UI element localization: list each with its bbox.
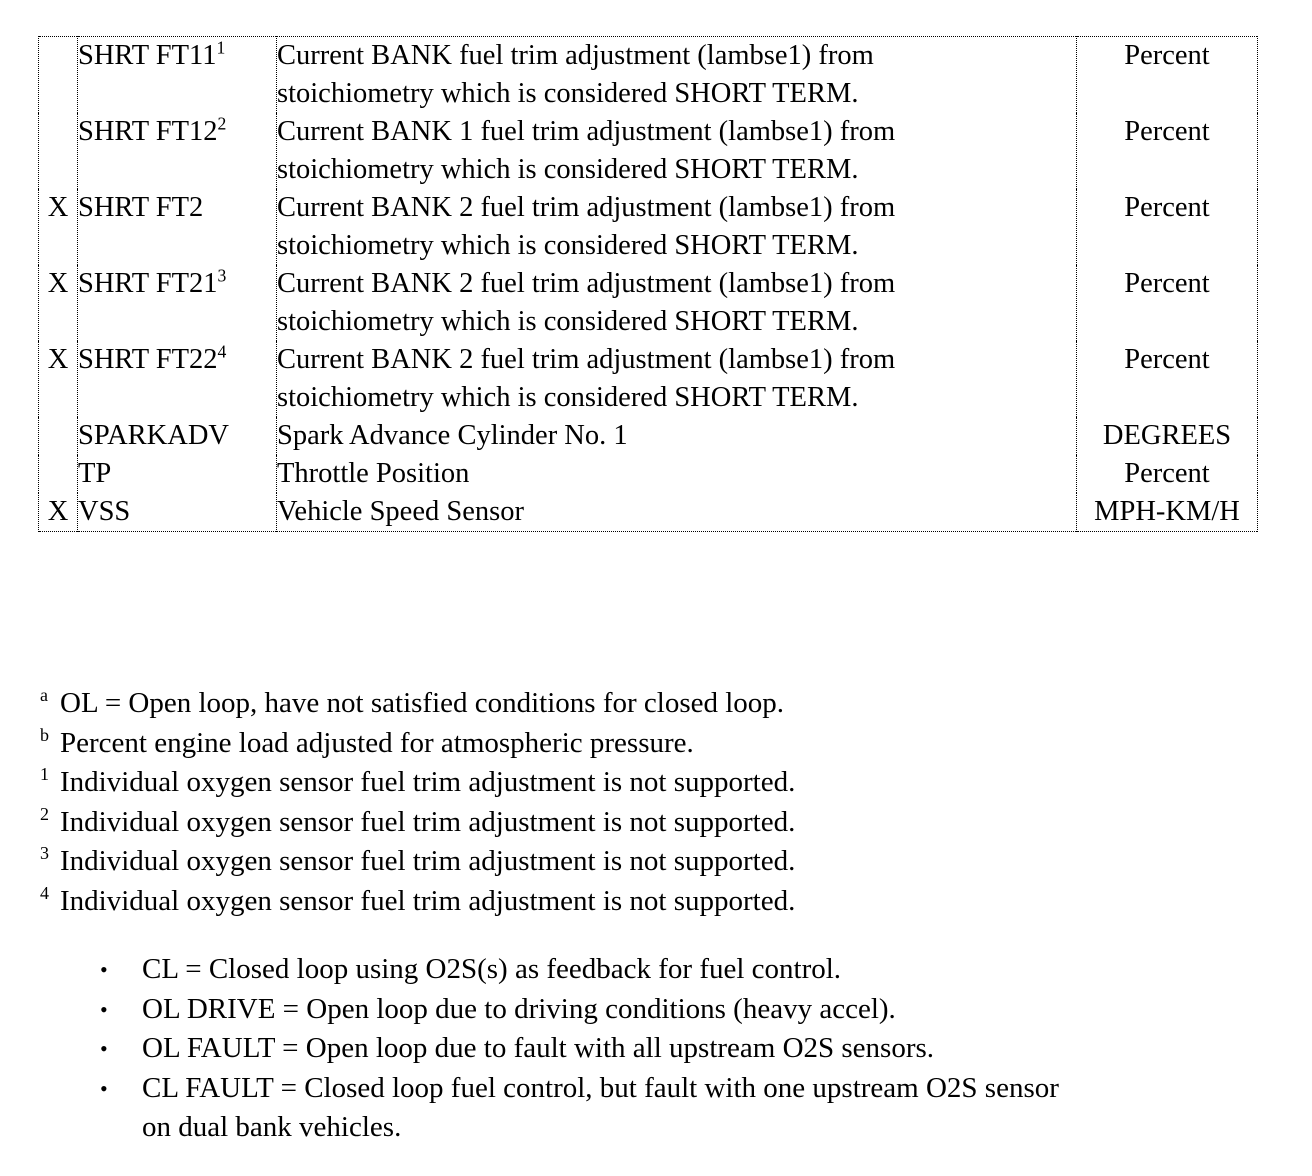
description-line: Vehicle Speed Sensor — [277, 496, 524, 527]
pid-name-cell: VSS — [77, 493, 277, 532]
pid-name-cell: SHRT FT122 — [77, 113, 277, 189]
supported-flag-cell — [38, 417, 78, 455]
description-line: stoichiometry which is considered SHORT … — [277, 382, 859, 413]
pid-name-cell: SHRT FT111 — [77, 36, 277, 113]
list-item-line: CL = Closed loop using O2S(s) as feedbac… — [142, 953, 842, 985]
description-line: Throttle Position — [277, 458, 470, 489]
footnote-text: Individual oxygen sensor fuel trim adjus… — [60, 805, 796, 838]
footnote-text: Percent engine load adjusted for atmosph… — [60, 726, 694, 759]
supported-flag-cell: X — [38, 189, 78, 265]
description-cell: Current BANK 2 fuel trim adjustment (lam… — [276, 265, 1077, 341]
unit-cell: Percent — [1076, 455, 1258, 493]
pid-name-label: VSS — [78, 496, 131, 527]
footnote-text: Individual oxygen sensor fuel trim adjus… — [60, 845, 796, 877]
description-line: stoichiometry which is considered SHORT … — [277, 154, 859, 185]
description-cell: Current BANK 2 fuel trim adjustment (lam… — [276, 189, 1077, 265]
supported-flag-cell — [38, 113, 78, 189]
supported-flag-cell: X — [38, 341, 78, 417]
list-item: • CL = Closed loop using O2S(s) as feedba… — [96, 950, 1276, 990]
unit-cell: Percent — [1076, 113, 1258, 189]
pid-name-label: SHRT FT2 — [78, 192, 204, 223]
description-line: Current BANK fuel trim adjustment (lambs… — [277, 40, 874, 71]
pid-name-cell: TP — [77, 455, 277, 493]
pid-footnote-marker: 3 — [217, 265, 227, 286]
description-cell: Vehicle Speed Sensor — [276, 493, 1077, 532]
unit-cell: DEGREES — [1076, 417, 1258, 455]
list-item-line: OL DRIVE = Open loop due to driving cond… — [142, 992, 896, 1025]
supported-flag-cell: X — [38, 493, 78, 532]
unit-label: MPH-KM/H — [1094, 496, 1240, 527]
description-cell: Current BANK 2 fuel trim adjustment (lam… — [276, 341, 1077, 417]
unit-cell: MPH-KM/H — [1076, 493, 1258, 532]
bullet-icon: • — [100, 1036, 108, 1061]
supported-flag-cell — [38, 455, 78, 493]
description-line: Current BANK 2 fuel trim adjustment (lam… — [277, 268, 896, 299]
pid-name-cell: SHRT FT224 — [77, 341, 277, 417]
pid-name-label: SHRT FT21 — [78, 268, 218, 299]
description-line: Current BANK 1 fuel trim adjustment (lam… — [277, 116, 896, 147]
pid-name-cell: SHRT FT213 — [77, 265, 277, 341]
table-row: SPARKADV Spark Advance Cylinder No. 1 DEGR… — [38, 417, 1258, 455]
pid-name-label: SHRT FT12 — [78, 116, 218, 147]
pid-name-cell: SHRT FT2 — [77, 189, 277, 265]
bullet-icon: • — [100, 1075, 108, 1101]
list-item: • CL FAULT = Closed loop fuel control, bu… — [96, 1069, 1276, 1148]
description-cell: Throttle Position — [276, 455, 1077, 493]
footnote-text: Individual oxygen sensor fuel trim adjus… — [60, 884, 796, 917]
list-item: • OL DRIVE = Open loop due to driving con… — [96, 990, 1276, 1030]
list-item-line: OL FAULT = Open loop due to fault with a… — [142, 1032, 935, 1064]
description-line: stoichiometry which is considered SHORT … — [277, 78, 859, 109]
pid-footnote-marker: 4 — [217, 341, 227, 362]
definition-bullet-list: • CL = Closed loop using O2S(s) as feedba… — [96, 950, 1276, 1148]
unit-cell: Percent — [1076, 189, 1258, 265]
pid-name-label: TP — [78, 458, 112, 489]
pid-footnote-marker: 1 — [216, 37, 226, 58]
description-line: stoichiometry which is considered SHORT … — [277, 306, 859, 337]
unit-cell: Percent — [1076, 36, 1258, 113]
pid-footnote-marker: 2 — [217, 113, 227, 134]
pid-name-label: SHRT FT11 — [78, 40, 217, 71]
list-item-line: CL FAULT = Closed loop fuel control, but… — [142, 1071, 1059, 1104]
description-line: Current BANK 2 fuel trim adjustment (lam… — [277, 192, 896, 223]
pid-name-cell: SPARKADV — [77, 417, 277, 455]
description-cell: Current BANK fuel trim adjustment (lambs… — [276, 36, 1077, 113]
table-row: TP Throttle Position Percent — [38, 455, 1258, 493]
list-item-line: on dual bank vehicles. — [142, 1111, 402, 1143]
supported-flag-cell: X — [38, 265, 78, 341]
description-cell: Spark Advance Cylinder No. 1 — [276, 417, 1077, 455]
pid-name-label: SHRT FT22 — [78, 344, 218, 375]
description-line: Current BANK 2 fuel trim adjustment (lam… — [277, 344, 896, 375]
pid-name-label: SPARKADV — [78, 420, 230, 451]
description-line: stoichiometry which is considered SHORT … — [277, 230, 859, 261]
unit-cell: Percent — [1076, 341, 1258, 417]
description-line: Spark Advance Cylinder No. 1 — [277, 420, 628, 451]
supported-flag-cell — [38, 36, 78, 113]
bullet-icon: • — [100, 957, 108, 982]
footnote-text: OL = Open loop, have not satisfied condi… — [60, 687, 785, 719]
bullet-icon: • — [100, 996, 108, 1022]
unit-cell: Percent — [1076, 265, 1258, 341]
description-cell: Current BANK 1 fuel trim adjustment (lam… — [276, 113, 1077, 189]
list-item: • OL FAULT = Open loop due to fault with … — [96, 1029, 1276, 1069]
footnote-text: Individual oxygen sensor fuel trim adjus… — [60, 766, 796, 798]
